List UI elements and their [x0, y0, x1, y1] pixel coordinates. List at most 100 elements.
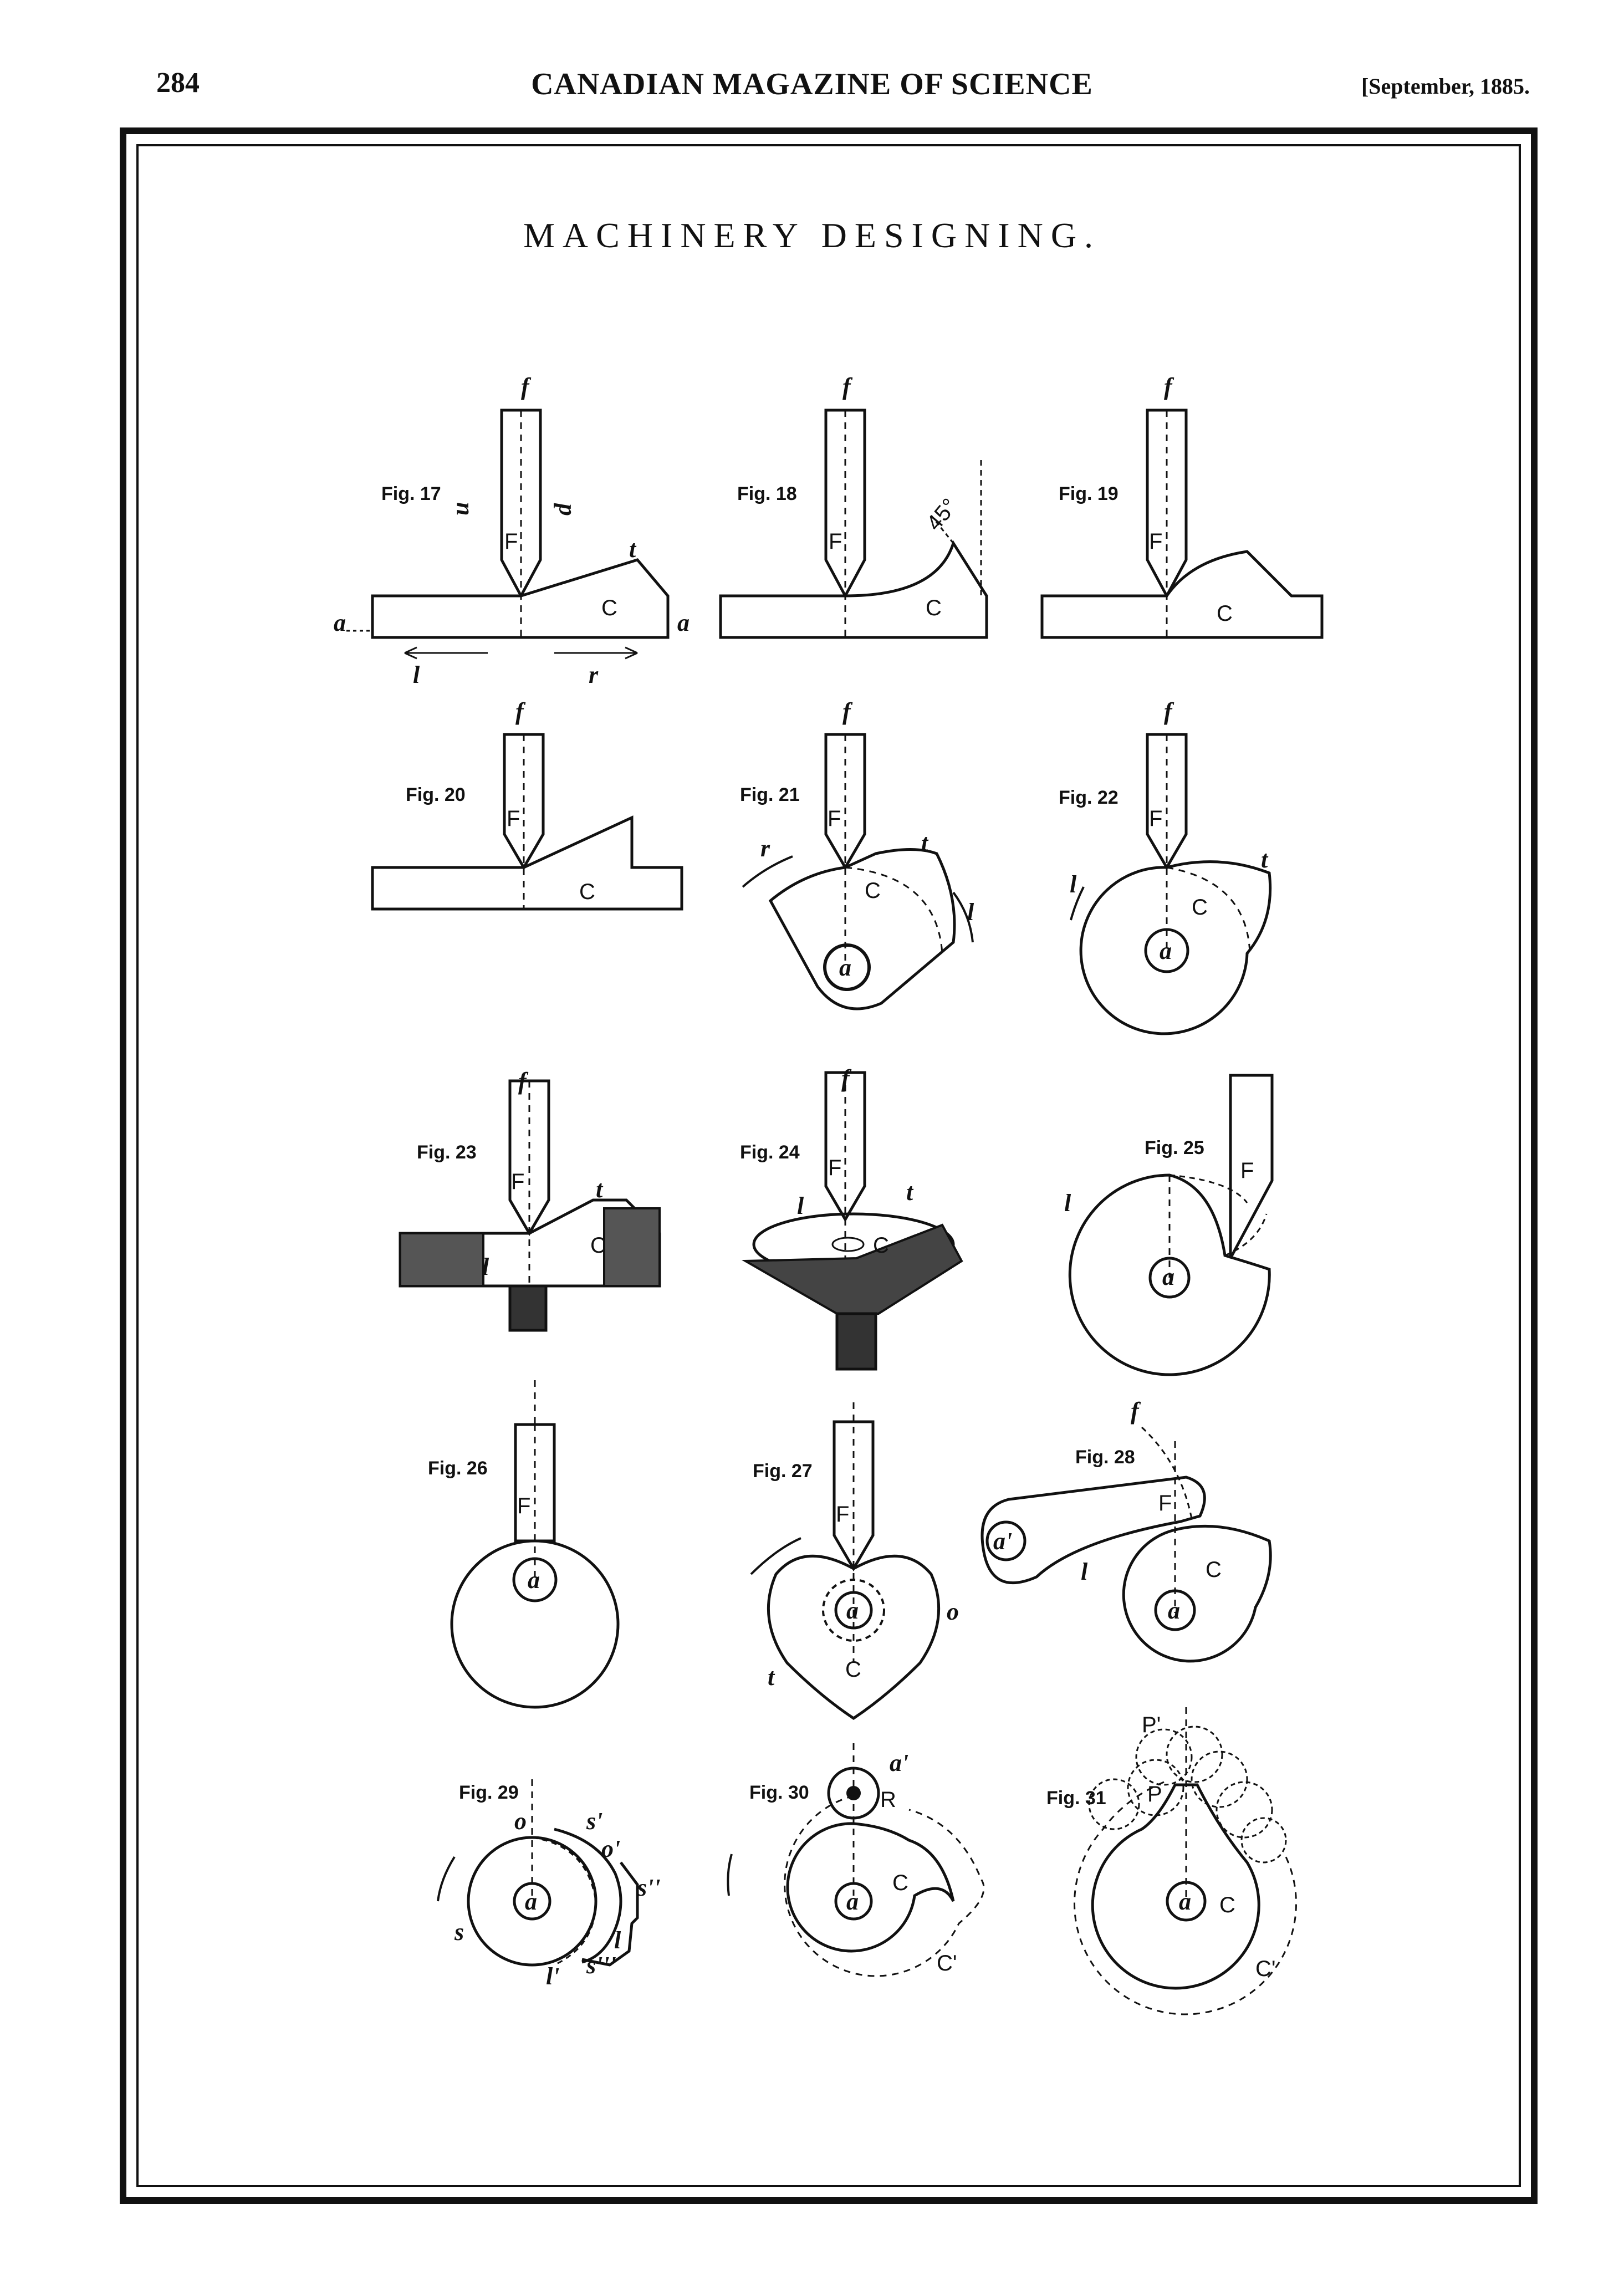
rotation-arrow	[727, 1854, 733, 1896]
letter-s-prime: s'	[586, 1808, 602, 1835]
letter-d: d	[549, 503, 576, 515]
fig-20-label: Fig. 20	[406, 784, 466, 805]
letter-l: l	[614, 1927, 621, 1954]
roller-R	[827, 1767, 880, 1820]
letter-F: F	[1240, 1158, 1254, 1183]
cam-C	[1122, 1524, 1272, 1663]
work-piece-C	[371, 815, 683, 911]
stepped-cam-edge	[554, 1827, 622, 1964]
figure-31: Fig. 31 a C C' P' P	[1046, 1707, 1297, 2015]
cutter-F	[1229, 1074, 1274, 1259]
pitch-curve-C-prime	[1074, 1781, 1297, 2015]
letter-F: F	[504, 529, 518, 554]
letter-C: C	[1217, 601, 1233, 626]
shaft-d	[835, 1312, 877, 1371]
issue-date: [September, 1885.	[1361, 74, 1530, 99]
fig-29-label: Fig. 29	[459, 1782, 519, 1803]
letter-s: s	[454, 1918, 464, 1946]
letter-l: l	[1081, 1558, 1088, 1585]
letter-a: a	[839, 954, 851, 981]
figure-21: Fig. 21 f F a C t r l	[740, 698, 974, 1010]
cam-C	[1091, 1783, 1260, 1990]
figure-22: Fig. 22 f F a C t l	[1059, 698, 1272, 1035]
letter-a: a	[1160, 937, 1172, 964]
work-piece-C	[768, 848, 956, 1010]
letter-a: a	[1168, 1597, 1180, 1624]
shaft-a	[1148, 1257, 1191, 1299]
letter-F: F	[1149, 529, 1162, 554]
work-piece-C	[371, 558, 670, 639]
letter-f: f	[841, 1065, 852, 1092]
letter-C: C	[873, 1233, 889, 1258]
letter-f: f	[515, 698, 526, 725]
cutter-F	[500, 409, 542, 599]
letter-l: l	[413, 661, 420, 688]
letter-o: o	[514, 1808, 527, 1835]
letter-a: a	[334, 609, 346, 636]
letter-l: l	[482, 1253, 489, 1280]
follower-F	[833, 1420, 875, 1571]
fig-24-label: Fig. 24	[740, 1142, 800, 1163]
shaft-a	[823, 943, 871, 991]
rotation-arrow	[750, 1537, 801, 1575]
shaft-a	[834, 1591, 873, 1630]
cutter-F	[824, 1071, 866, 1222]
letter-P: P	[1147, 1782, 1162, 1806]
page-number: 284	[156, 67, 200, 99]
letter-t: t	[768, 1663, 775, 1691]
letter-a: a	[677, 609, 690, 636]
letter-a-prime: a'	[890, 1749, 908, 1776]
fig-17-label: Fig. 17	[381, 483, 441, 504]
letter-t: t	[906, 1178, 914, 1206]
figure-17: Fig. 17 f F C t a a l r u d	[334, 373, 690, 688]
letter-a: a	[525, 1888, 537, 1915]
letter-t: t	[629, 535, 637, 563]
plate-title: MACHINERY DESIGNING.	[523, 216, 1101, 255]
letter-F: F	[828, 806, 841, 831]
fig-25-label: Fig. 25	[1145, 1137, 1204, 1158]
shaft-a	[834, 1882, 873, 1921]
letter-C: C	[926, 596, 942, 620]
letter-o-prime: o'	[601, 1835, 620, 1862]
cutter-F	[1146, 409, 1188, 599]
letter-C: C	[1192, 895, 1208, 920]
shaft-a	[1144, 928, 1189, 973]
cutter-F	[824, 409, 866, 599]
letter-r: r	[589, 661, 599, 688]
letter-t: t	[596, 1176, 604, 1203]
letter-s-triple-prime: s'''	[586, 1952, 616, 1979]
letter-F: F	[1158, 1491, 1172, 1515]
letter-C-prime: C'	[1255, 1957, 1276, 1981]
letter-f: f	[842, 698, 853, 725]
letter-F: F	[517, 1494, 530, 1518]
rotation-arrow	[437, 1856, 456, 1902]
letter-F: F	[1149, 806, 1162, 831]
outer-border	[120, 127, 1538, 2204]
letter-l: l	[967, 899, 974, 926]
letter-l: l	[1064, 1190, 1071, 1217]
work-piece-C	[1040, 550, 1324, 639]
letter-P-prime: P'	[1142, 1713, 1161, 1737]
cutter-F	[824, 733, 866, 870]
heart-cam-C	[767, 1554, 941, 1721]
inner-border	[136, 144, 1521, 2187]
rotation-arrow	[1070, 886, 1085, 921]
shaft-a	[1154, 1589, 1196, 1631]
letter-f: f	[1131, 1397, 1141, 1425]
letter-a-prime: a'	[993, 1528, 1012, 1555]
figure-20: Fig. 20 f F C	[371, 698, 683, 911]
letter-o: o	[947, 1598, 959, 1625]
letter-a: a	[1162, 1263, 1174, 1290]
lever-follower-F	[980, 1476, 1206, 1585]
fig-27-label: Fig. 27	[753, 1461, 813, 1482]
letter-F: F	[507, 806, 520, 831]
figure-18: Fig. 18 f F 45° C	[719, 373, 988, 639]
letter-t: t	[921, 829, 929, 856]
cam-C	[1079, 860, 1272, 1035]
letter-r: r	[760, 835, 770, 862]
letter-F: F	[836, 1502, 849, 1527]
fig-31-label: Fig. 31	[1046, 1788, 1106, 1809]
figure-30: Fig. 30 a' R a C C'	[727, 1743, 985, 1977]
angle-45: 45°	[922, 494, 962, 535]
